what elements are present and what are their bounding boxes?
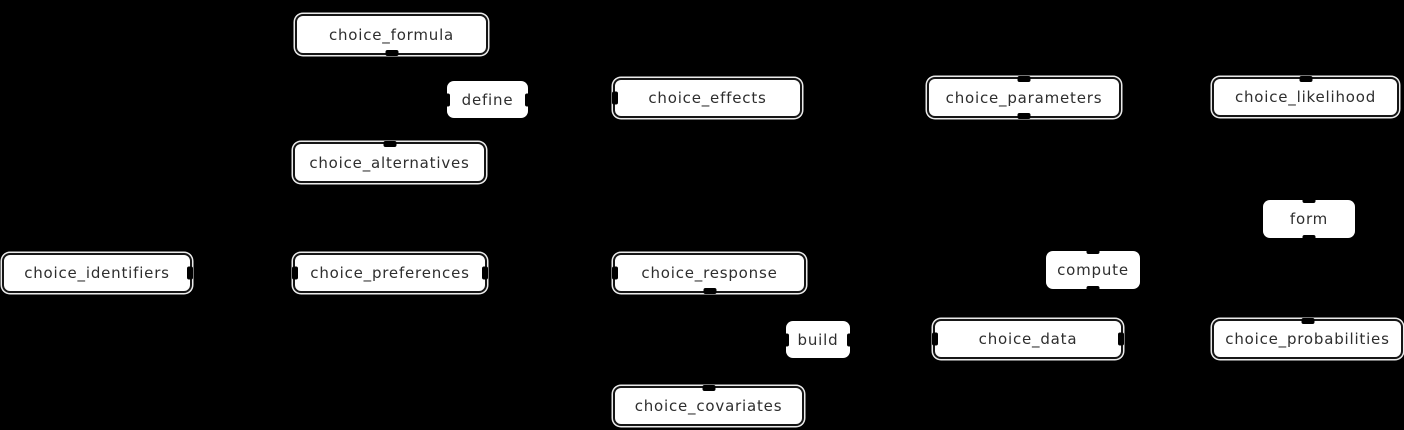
node-choice_identifiers: choice_identifiers	[2, 253, 193, 293]
node-text: choice_alternatives	[309, 153, 470, 172]
edge-connector-icon	[385, 50, 398, 56]
node-text: choice_identifiers	[24, 264, 170, 282]
edge-label-text: form	[1289, 210, 1329, 228]
edge-connector-icon	[612, 266, 618, 280]
node-text: choice_probabilities	[1225, 330, 1390, 348]
node-text: choice_response	[641, 264, 778, 282]
edge-connector-icon	[702, 385, 715, 391]
edge-connector-icon	[1118, 332, 1124, 346]
edge-connector-icon	[525, 93, 531, 106]
node-text: choice_preferences	[310, 264, 470, 282]
edge-label-define: define	[444, 81, 531, 118]
edge-connector-icon	[932, 332, 938, 346]
edge-label-compute: compute	[1046, 248, 1140, 292]
node-choice_preferences: choice_preferences	[292, 253, 488, 293]
node-choice_covariates: choice_covariates	[613, 385, 804, 426]
node-choice_response: choice_response	[612, 253, 806, 294]
edge-label-text: define	[461, 90, 514, 109]
node-choice_likelihood: choice_likelihood	[1212, 76, 1399, 117]
edge-connector-icon	[383, 141, 396, 147]
node-text: choice_data	[978, 330, 1078, 348]
edge-connector-icon	[1299, 76, 1312, 82]
edge-connector-icon	[292, 266, 298, 280]
edge-label-text: build	[797, 330, 839, 349]
edge-connector-icon	[783, 333, 789, 346]
node-text: choice_formula	[328, 25, 455, 44]
edge-label-build: build	[783, 321, 853, 358]
edge-connector-icon	[1301, 318, 1314, 324]
edge-connector-icon	[847, 333, 853, 346]
node-choice_probabilities: choice_probabilities	[1212, 318, 1403, 359]
edge-connector-icon	[1302, 197, 1316, 203]
edge-connector-icon	[1017, 113, 1031, 119]
edge-connector-icon	[187, 266, 193, 280]
edge-connector-icon	[1302, 235, 1316, 241]
node-choice_effects: choice_effects	[612, 78, 802, 118]
node-choice_data: choice_data	[932, 319, 1124, 359]
node-choice_parameters: choice_parameters	[927, 76, 1121, 119]
edge-connector-icon	[612, 91, 618, 105]
edge-connector-icon	[1086, 286, 1100, 292]
edge-connector-icon	[1086, 248, 1100, 254]
node-text: choice_likelihood	[1234, 88, 1377, 106]
node-text: choice_parameters	[945, 88, 1103, 107]
edge-connector-icon	[703, 288, 716, 294]
edge-connector-icon	[482, 266, 488, 280]
edge-connector-icon	[1017, 76, 1031, 82]
node-choice_alternatives: choice_alternatives	[293, 141, 486, 183]
node-text: choice_effects	[648, 89, 767, 107]
edge-label-text: compute	[1057, 261, 1129, 279]
node-text: choice_covariates	[634, 397, 783, 415]
node-choice_formula: choice_formula	[295, 14, 488, 56]
edge-label-form: form	[1263, 197, 1355, 241]
edge-connector-icon	[444, 93, 450, 106]
